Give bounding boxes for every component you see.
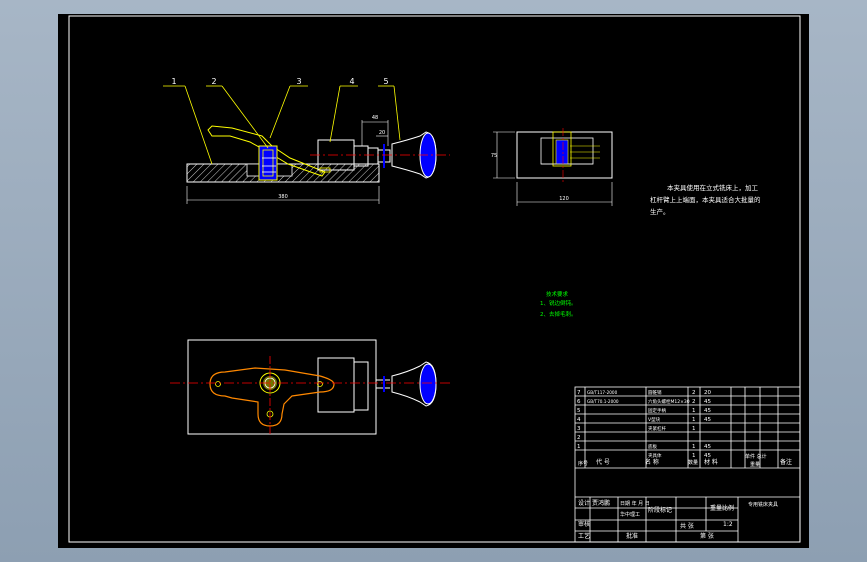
svg-text:日期 年 月 日: 日期 年 月 日 xyxy=(620,500,650,507)
dim-overall-length: 380 xyxy=(278,194,288,200)
title-block-info: 设计 贾鸿鹏 日期 年 月 日 华中理工 阶段标记 重量 比例 1:2 审核 工… xyxy=(578,499,778,540)
part-mat: 45 xyxy=(704,453,711,459)
clamp-lever xyxy=(207,125,326,177)
part-qty: 1 xyxy=(692,417,696,423)
svg-text:工艺: 工艺 xyxy=(578,532,590,540)
svg-text:第 张: 第 张 xyxy=(700,532,714,540)
svg-text:杠杆臂上上端面，本夹具适合大批量的: 杠杆臂上上端面，本夹具适合大批量的 xyxy=(650,195,761,204)
side-view: 120 75 xyxy=(491,128,613,206)
dim-top-2: 20 xyxy=(379,130,385,136)
svg-text:专用铣床夹具: 专用铣床夹具 xyxy=(748,501,778,508)
part-mat: 45 xyxy=(704,408,711,414)
svg-text:华中理工: 华中理工 xyxy=(620,511,640,518)
svg-text:数量: 数量 xyxy=(688,459,698,466)
part-code: GB/T70.1-2000 xyxy=(587,399,619,404)
svg-text:重量: 重量 xyxy=(750,461,760,468)
part-name: 夹紧杠杆 xyxy=(648,425,666,432)
svg-text:单件 总计: 单件 总计 xyxy=(745,453,767,460)
support-post xyxy=(258,145,278,181)
title-block xyxy=(574,386,801,543)
svg-text:设计: 设计 xyxy=(578,499,590,507)
parts-list: 7 GB/T117-2000 圆锥销 2 20 6 GB/T70.1-2000 六角头螺栓M1… xyxy=(577,389,711,459)
part-name: 夹具体 xyxy=(648,452,662,459)
top-view xyxy=(170,339,450,435)
part-idx: 3 xyxy=(577,426,581,432)
part-name: 底板 xyxy=(648,443,657,450)
svg-text:代 号: 代 号 xyxy=(596,458,610,466)
part-mat: 20 xyxy=(704,390,711,396)
part-idx: 6 xyxy=(577,399,581,405)
dim-top-1: 48 xyxy=(372,115,378,121)
part-idx: 2 xyxy=(577,435,581,441)
part-qty: 1 xyxy=(692,408,696,414)
svg-text:1:2: 1:2 xyxy=(723,521,733,528)
part-qty: 2 xyxy=(692,390,696,396)
balloon-5: 5 xyxy=(383,77,388,86)
tech-requirements: 技术要求 1、锐边倒钝。 2、去掉毛刺。 xyxy=(540,290,577,318)
part-name: 固定手柄 xyxy=(648,407,666,414)
svg-text:2、去掉毛刺。: 2、去掉毛刺。 xyxy=(540,310,577,318)
svg-text:阶段标记: 阶段标记 xyxy=(648,506,672,514)
svg-text:共 张: 共 张 xyxy=(680,522,694,530)
part-code: GB/T117-2000 xyxy=(587,390,618,395)
balloon-1: 1 xyxy=(171,77,176,86)
fixture-note: 本夹具使用在立式铣床上，加工 杠杆臂上上端面，本夹具适合大批量的 生产。 xyxy=(650,183,761,216)
balloon-4: 4 xyxy=(349,77,354,86)
part-mat: 45 xyxy=(704,399,711,405)
svg-text:名 称: 名 称 xyxy=(645,458,659,466)
part-idx: 7 xyxy=(577,390,581,396)
part-qty: 1 xyxy=(692,426,696,432)
part-idx: 5 xyxy=(577,408,581,414)
svg-text:1、锐边倒钝。: 1、锐边倒钝。 xyxy=(540,299,577,307)
part-idx: 4 xyxy=(577,417,581,423)
dim-side-height: 75 xyxy=(491,153,497,159)
svg-text:备注: 备注 xyxy=(780,458,792,466)
part-idx: 1 xyxy=(577,444,581,450)
part-qty: 1 xyxy=(692,444,696,450)
part-name: 圆锥销 xyxy=(648,389,662,396)
balloon-3: 3 xyxy=(296,77,301,86)
lever-plan xyxy=(209,367,335,427)
front-view: 380 48 20 xyxy=(186,115,450,204)
drawing-border xyxy=(68,15,801,543)
part-name: 六角头螺栓M12×30 xyxy=(648,398,690,405)
svg-text:材 料: 材 料 xyxy=(704,458,718,466)
balloon-2: 2 xyxy=(211,77,216,86)
dim-side-width: 120 xyxy=(559,196,569,202)
svg-text:审核: 审核 xyxy=(578,520,590,528)
svg-text:重量: 重量 xyxy=(710,504,722,512)
svg-text:序号: 序号 xyxy=(578,460,588,467)
part-qty: 1 xyxy=(692,453,696,459)
svg-text:本夹具使用在立式铣床上，加工: 本夹具使用在立式铣床上，加工 xyxy=(667,183,759,192)
svg-text:批准: 批准 xyxy=(626,532,638,540)
svg-text:比例: 比例 xyxy=(722,504,734,512)
svg-text:生产。: 生产。 xyxy=(650,207,670,216)
balloon-leaders xyxy=(163,85,401,165)
part-mat: 45 xyxy=(704,417,711,423)
part-mat: 45 xyxy=(704,444,711,450)
svg-text:技术要求: 技术要求 xyxy=(546,290,569,298)
part-name: V型块 xyxy=(648,416,661,423)
parts-header: 序号 代 号 名 称 数量 材 料 单件 总计 重量 备注 xyxy=(578,453,792,468)
drawing-background xyxy=(58,14,809,548)
part-qty: 2 xyxy=(692,399,696,405)
svg-text:贾鸿鹏: 贾鸿鹏 xyxy=(592,499,610,507)
